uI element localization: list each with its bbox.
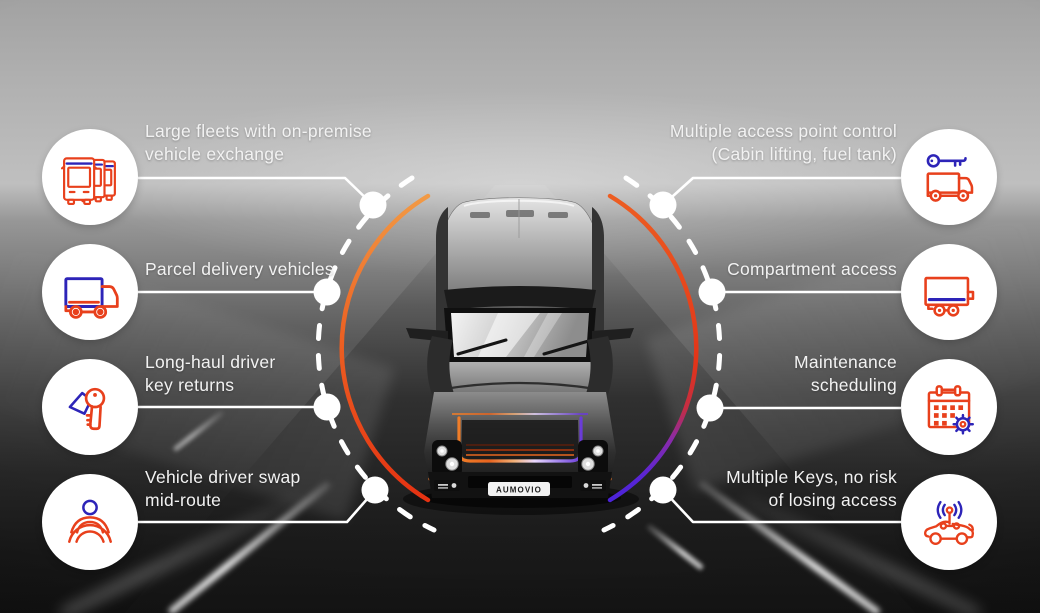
calendar-gear-icon: [927, 385, 974, 435]
connector-right-4: [662, 489, 901, 524]
truck-license-plate: AUMOVIO: [488, 482, 550, 496]
truck-headlight-right: [578, 440, 608, 476]
callout-label-parcel: Parcel delivery vehicles: [145, 259, 334, 279]
callout-circle-accesspoints: [901, 129, 997, 225]
truck-windshield-reflection-2: [524, 313, 562, 357]
callout-label-fleet: Large fleets with on-premise vehicle exc…: [145, 121, 372, 164]
callout-circle-maintenance: [901, 359, 997, 455]
truck-wipers: [456, 338, 594, 356]
orbit-nodes: [313, 191, 726, 504]
callout-label-accesspoints: Multiple access point control (Cabin lif…: [669, 121, 897, 164]
truck-fog-cluster-right: [580, 480, 606, 491]
truck-sun-visor: [444, 286, 596, 310]
truck-deflector-right: [592, 207, 604, 336]
delivery-truck-icon: [64, 277, 119, 319]
truck-cheek-right: [582, 336, 613, 404]
callout-label-multikeys: Multiple Keys, no risk of losing access: [726, 467, 897, 510]
truck-fog-cluster-left: [434, 480, 460, 491]
truck-roof-vents: [470, 210, 568, 218]
truck-windshield-reflection: [478, 313, 540, 357]
driver-steering-icon: [68, 499, 112, 543]
truck-cheek-left: [427, 336, 458, 404]
truck-grille-stripes: [466, 444, 574, 456]
key-truck-icon: [926, 154, 974, 202]
callout-circle-parcel: [42, 244, 138, 340]
callout-circle-driverswap: [42, 474, 138, 570]
connected-car-icon: [923, 500, 975, 545]
truck-headlight-left: [432, 440, 462, 476]
callout-label-maintenance: Maintenance scheduling: [794, 352, 897, 395]
callout-label-keyreturn: Long-haul driver key returns: [145, 352, 276, 395]
truck-cowl-crease: [443, 381, 597, 391]
truck-deflector-left: [436, 207, 448, 336]
connector-left-1: [138, 176, 374, 206]
trailer-icon: [924, 276, 975, 317]
plate-text: AUMOVIO: [496, 486, 542, 495]
gradient-arc-left: [339, 193, 431, 503]
callout-label-driverswap: Vehicle driver swap mid-route: [145, 467, 301, 510]
callout-circle-compartment: [901, 244, 997, 340]
bus-fleet-icon: [61, 157, 116, 206]
keys-icon: [68, 387, 106, 431]
callout-circle-fleet: [42, 129, 138, 225]
callout-label-compartment: Compartment access: [727, 259, 897, 279]
callout-circle-keys: [42, 359, 138, 455]
connector-left-4: [138, 489, 376, 524]
truck-illustration: AUMOVIO: [403, 197, 639, 515]
gradient-arc-right: [607, 193, 699, 503]
callout-circle-multikeys: [901, 474, 997, 570]
connector-right-1: [662, 176, 901, 206]
